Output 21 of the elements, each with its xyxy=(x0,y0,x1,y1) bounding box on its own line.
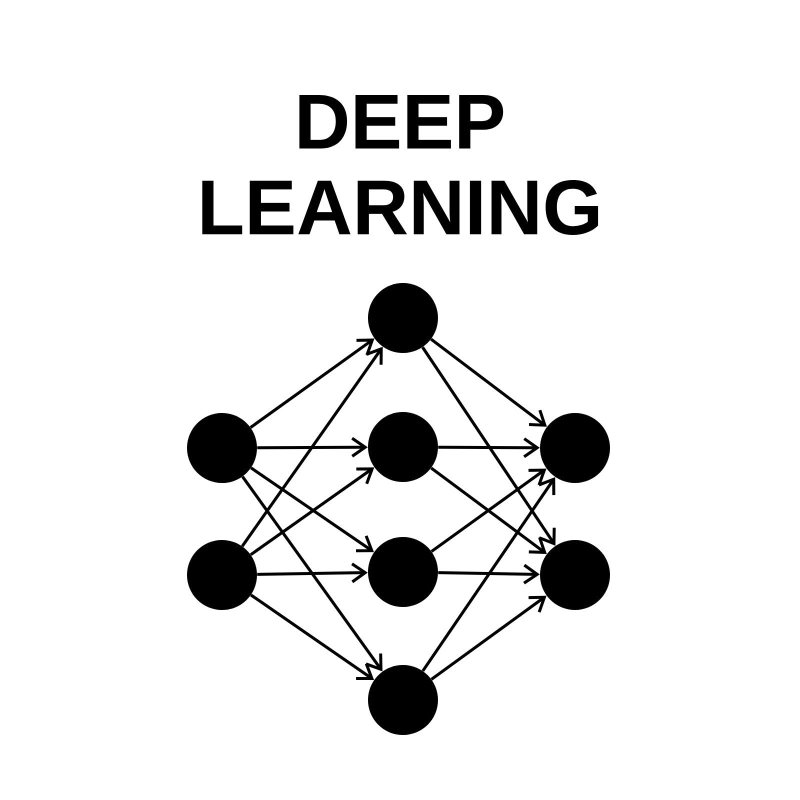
arrow xyxy=(438,437,540,458)
arrow xyxy=(421,346,556,546)
neuron-circle xyxy=(187,540,257,610)
arrow xyxy=(257,562,368,584)
title: DEEP LEARNING xyxy=(202,95,598,235)
arrow xyxy=(438,564,540,584)
arrow xyxy=(250,338,374,429)
neuron-circle xyxy=(368,665,438,735)
arrow xyxy=(430,596,547,681)
arrow xyxy=(257,437,368,458)
arrow xyxy=(250,594,374,680)
neuron-circle xyxy=(540,413,610,483)
neuron-circle xyxy=(540,540,610,610)
neuron-circle xyxy=(368,537,438,607)
arrow xyxy=(241,476,382,672)
arrow xyxy=(241,346,383,548)
arrow xyxy=(422,477,556,672)
arrow xyxy=(430,338,547,427)
neuron-circle xyxy=(368,283,438,353)
neuron-circle xyxy=(368,412,438,482)
neuron-circle xyxy=(187,413,257,483)
